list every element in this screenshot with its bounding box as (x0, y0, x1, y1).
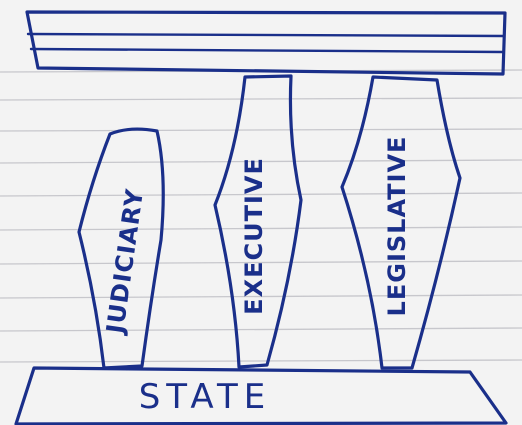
pillar-legislative-outline (340, 75, 462, 370)
state-base: STATE (14, 366, 508, 425)
pillar-executive-label: EXECUTIVE (240, 157, 268, 315)
pillar-legislative-label: LEGISLATIVE (383, 136, 411, 317)
state-base-outline (14, 366, 508, 425)
pillar-executive-outline (213, 74, 303, 369)
pillar-executive: EXECUTIVE (213, 74, 303, 369)
pillar-judiciary-outline (77, 127, 165, 370)
roof-slab (25, 10, 507, 76)
pillar-judiciary: JUDICIARY (77, 127, 165, 370)
state-base-label: STATE (139, 377, 272, 417)
pillar-judiciary-label: JUDICIARY (101, 187, 149, 337)
pillar-legislative: LEGISLATIVE (340, 75, 462, 370)
